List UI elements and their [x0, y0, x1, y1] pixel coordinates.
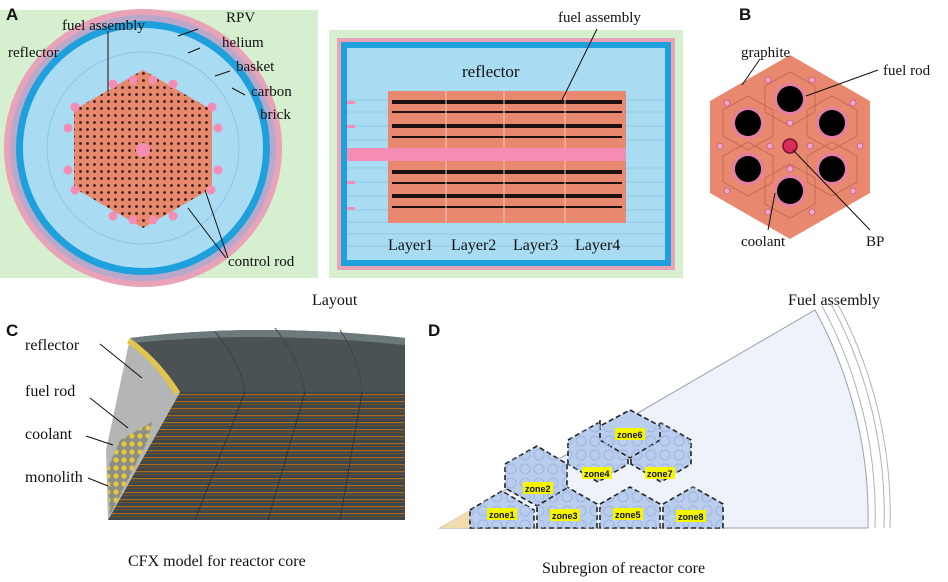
label-reflector-c: reflector — [25, 337, 80, 354]
panel-a-axial-layout: fuel assembly reflector Layer1 Layer2 La… — [312, 10, 683, 309]
label-coolant-b: coolant — [741, 234, 786, 250]
control-rod — [108, 211, 118, 221]
caption-subregion: Subregion of reactor core — [542, 560, 705, 577]
sector-arc-1 — [821, 305, 876, 529]
central-control-rod — [136, 143, 150, 157]
panel-c-cfx-model: reflector fuel rod coolant monolith CFX … — [25, 327, 405, 570]
zone-labels: zone1 zone2 zone3 zone4 zone5 zone6 zone… — [487, 428, 706, 522]
control-rod — [207, 102, 217, 112]
axial-central-control-rod — [347, 148, 626, 161]
panel-label-c: C — [6, 321, 18, 340]
label-graphite: graphite — [741, 45, 790, 61]
zone4-label: zone4 — [584, 469, 610, 479]
panel-label-a: A — [6, 5, 18, 24]
label-layer1: Layer1 — [388, 237, 433, 254]
control-rod — [63, 123, 73, 133]
label-fuel-assembly-axial: fuel assembly — [558, 10, 641, 26]
caption-cfx-model: CFX model for reactor core — [128, 553, 306, 570]
label-control-rod: control rod — [228, 254, 295, 270]
zone2-label: zone2 — [525, 484, 551, 494]
label-reflector-a: reflector — [8, 45, 59, 61]
panel-label-d: D — [428, 321, 440, 340]
zone6-label: zone6 — [617, 430, 643, 440]
sector-arc-2 — [829, 301, 885, 529]
control-rod — [70, 102, 80, 112]
label-bp: BP — [866, 234, 884, 250]
control-rod — [70, 185, 80, 195]
reflector-inner-line — [46, 51, 240, 245]
label-fuel-rod-b: fuel rod — [883, 63, 931, 79]
control-rod — [213, 123, 223, 133]
panel-a-cross-section: fuel assembly RPV reflector helium baske… — [0, 9, 318, 287]
sector-tip — [440, 510, 470, 528]
label-helium: helium — [222, 35, 264, 51]
model-top-dividers — [214, 327, 363, 393]
zone7-label: zone7 — [647, 469, 673, 479]
caption-fuel-assembly: Fuel assembly — [788, 292, 880, 309]
leader-reflector-c — [99, 343, 143, 379]
control-rod — [108, 79, 118, 89]
leader-coolant-c — [85, 435, 114, 446]
panel-d-subregions: zone1 zone2 zone3 zone4 zone5 zone6 zone… — [438, 298, 891, 577]
label-rpv: RPV — [226, 10, 255, 26]
panel-a-left-leaders — [107, 28, 246, 259]
axial-side-control-rods — [347, 101, 355, 210]
caption-layout: Layout — [312, 292, 358, 309]
zone3-label: zone3 — [552, 511, 578, 521]
leader-monolith — [87, 477, 109, 487]
leader-fuel-rod-b — [805, 69, 879, 97]
leader-graphite — [741, 58, 761, 86]
leader-rpv — [177, 28, 199, 37]
panel-label-b: B — [739, 5, 751, 24]
control-rod — [148, 215, 158, 225]
leader-control-rod-1 — [204, 189, 229, 259]
label-fuel-rod-c: fuel rod — [25, 383, 75, 400]
leader-helium — [187, 47, 201, 54]
label-monolith: monolith — [25, 469, 83, 486]
control-rod — [63, 165, 73, 175]
sector-arc-3 — [834, 298, 891, 529]
leader-fuel-assembly-axial — [561, 28, 598, 101]
leader-basket — [214, 70, 231, 77]
panel-c-leaders — [85, 343, 143, 487]
control-rods-ring — [63, 75, 223, 225]
leader-fuel-rod-c — [89, 397, 129, 429]
model-fuel-region — [107, 422, 152, 515]
fuel-rods — [732, 83, 848, 207]
control-rod — [206, 185, 216, 195]
label-carbon: carbon — [251, 84, 292, 100]
leader-control-rod-2 — [187, 207, 227, 259]
label-reflector-axial: reflector — [462, 62, 520, 81]
model-top-highlight — [130, 330, 405, 345]
panel-b-fuel-assembly: graphite fuel rod coolant BP Fuel assemb… — [710, 45, 931, 309]
control-rod — [148, 75, 158, 85]
model-front-face — [108, 392, 405, 520]
zone8-label: zone8 — [678, 512, 704, 522]
label-basket: basket — [236, 59, 275, 75]
control-rod — [213, 165, 223, 175]
label-coolant-c: coolant — [25, 426, 73, 443]
axial-fuel-rows — [392, 100, 622, 208]
label-layer3: Layer3 — [513, 237, 558, 254]
leader-coolant-b — [767, 192, 776, 231]
model-rpv-edge — [127, 338, 180, 395]
label-layer2: Layer2 — [451, 237, 496, 254]
control-rod — [128, 75, 138, 85]
label-layer4: Layer4 — [575, 237, 620, 254]
control-rod — [168, 211, 178, 221]
control-rod — [168, 79, 178, 89]
zone5-label: zone5 — [615, 510, 641, 520]
label-brick: brick — [260, 107, 291, 123]
panel-b-leaders — [741, 58, 879, 231]
model-top-surface — [130, 330, 405, 392]
leader-carbon-brick — [231, 87, 246, 96]
zone1-label: zone1 — [489, 510, 515, 520]
burnable-poison-rod — [782, 138, 798, 154]
coolant-channels — [716, 76, 864, 216]
leader-bp — [792, 149, 871, 231]
model-front-dividers — [194, 391, 363, 521]
control-rod — [128, 215, 138, 225]
label-fuel-assembly-a: fuel assembly — [62, 18, 145, 34]
